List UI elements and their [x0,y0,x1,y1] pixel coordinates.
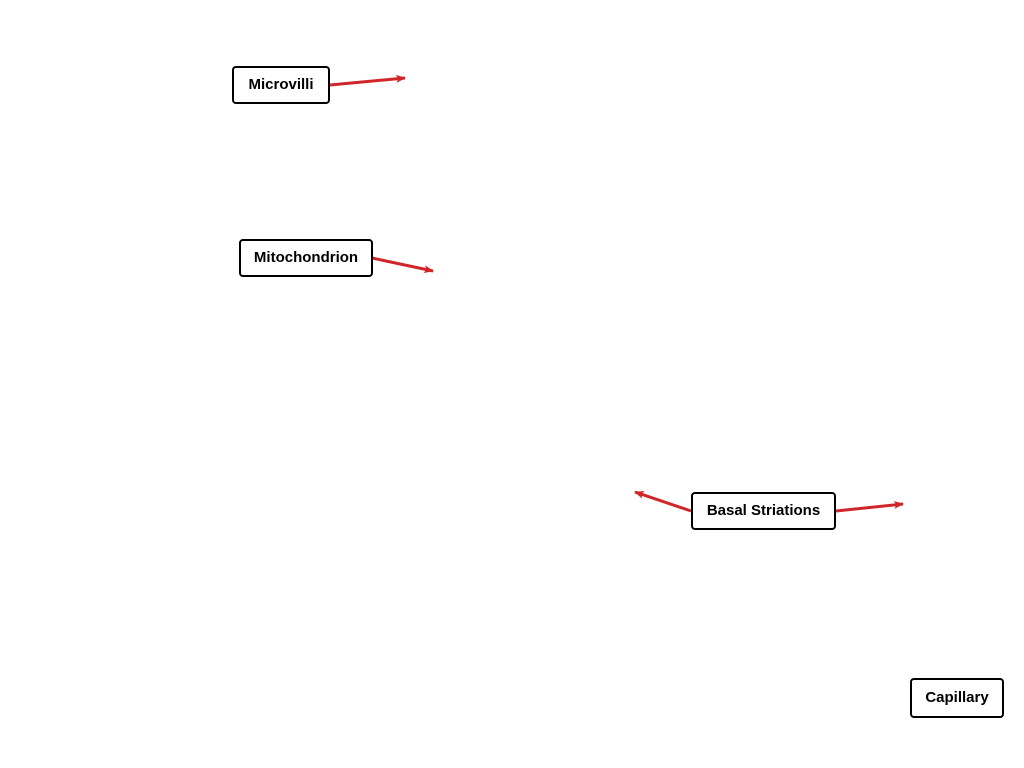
basal-striations-left-arrow [634,490,692,513]
microvilli-arrow [329,74,406,87]
basal-striations-right-arrow [835,500,904,513]
mitochondrion-label: Mitochondrion [239,239,373,277]
capillary-label: Capillary [910,678,1004,718]
mitochondrion-arrow [371,256,434,274]
microvilli-label: Microvilli [232,66,330,104]
basal-striations-label: Basal Striations [691,492,836,530]
